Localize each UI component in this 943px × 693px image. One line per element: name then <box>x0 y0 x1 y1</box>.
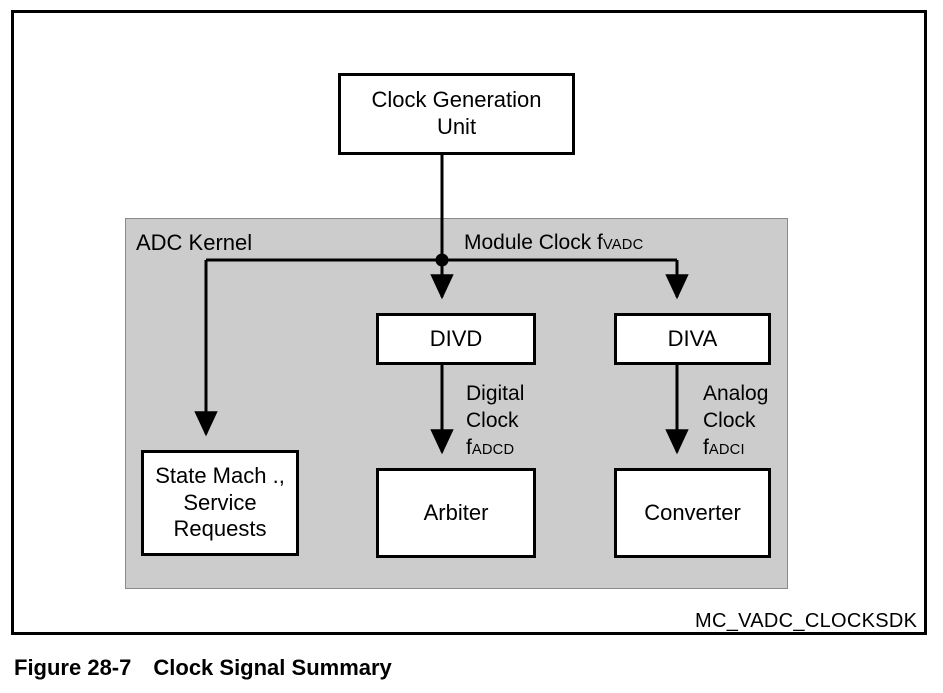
figure-frame: Clock Generation Unit DIVD DIVA State Ma… <box>11 10 927 635</box>
module-clock-subscript: VADC <box>602 237 644 253</box>
digital-clock-text: Digital Clock f <box>466 382 525 459</box>
node-state-machine-service-requests[interactable]: State Mach ., Service Requests <box>141 450 299 556</box>
node-diva[interactable]: DIVA <box>614 313 771 365</box>
node-converter-label: Converter <box>644 499 741 525</box>
adc-kernel-label: ADC Kernel <box>136 230 253 255</box>
figure-caption-title: Clock Signal Summary <box>153 655 392 680</box>
node-divd-label: DIVD <box>429 325 483 351</box>
digital-clock-signal-label: Digital Clock fADCD <box>466 381 524 462</box>
node-clock-generation-unit[interactable]: Clock Generation Unit <box>338 73 575 155</box>
digital-clock-subscript: ADCD <box>471 441 515 458</box>
analog-clock-subscript: ADCI <box>708 441 745 458</box>
node-converter[interactable]: Converter <box>614 468 771 558</box>
figure-caption-number: Figure 28-7 <box>14 655 132 680</box>
node-arbiter[interactable]: Arbiter <box>376 468 536 558</box>
node-diva-label: DIVA <box>667 325 718 351</box>
node-divd[interactable]: DIVD <box>376 313 536 365</box>
analog-clock-text: Analog Clock f <box>703 382 769 459</box>
node-clock-generation-unit-label: Clock Generation Unit <box>371 87 542 139</box>
figure-caption: Figure 28-7 Clock Signal Summary <box>14 655 392 681</box>
node-arbiter-label: Arbiter <box>423 499 489 525</box>
module-clock-text: Module Clock f <box>464 231 603 254</box>
analog-clock-signal-label: Analog Clock fADCI <box>703 381 768 462</box>
node-state-machine-label: State Mach ., Service Requests <box>155 462 285 542</box>
diagram-identifier: MC_VADC_CLOCKSDK <box>695 610 918 632</box>
module-clock-signal-label: Module Clock fVADC <box>464 230 643 257</box>
